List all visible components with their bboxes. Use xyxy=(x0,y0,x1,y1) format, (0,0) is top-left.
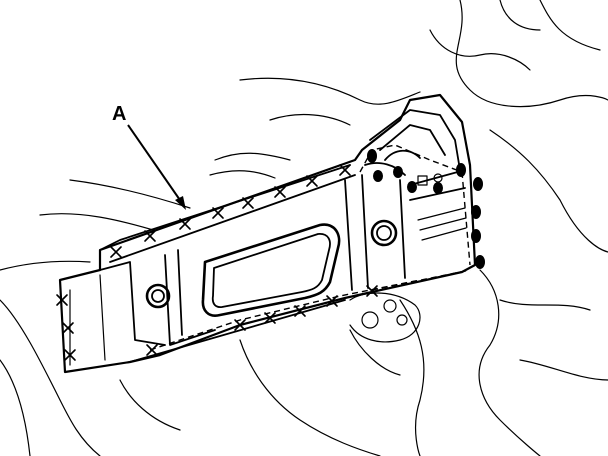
weld-x-mark xyxy=(62,322,74,334)
mounting-hole-inner xyxy=(376,225,392,241)
mounting-hole xyxy=(145,283,171,309)
weld-x-mark xyxy=(264,312,276,324)
weld-x-mark xyxy=(56,294,68,306)
weld-x-mark xyxy=(179,218,191,230)
weld-x-mark xyxy=(306,175,318,187)
weld-x-mark xyxy=(326,295,338,307)
spot-weld xyxy=(475,255,485,269)
fitting-circle xyxy=(383,299,397,313)
spot-weld xyxy=(367,149,377,163)
spot-weld xyxy=(373,170,383,182)
weld-x-mark xyxy=(146,344,158,356)
spot-weld xyxy=(393,166,403,178)
spot-weld xyxy=(433,182,443,194)
spot-welds xyxy=(367,149,485,269)
frame-rail-panel xyxy=(58,93,477,374)
fitting-circle xyxy=(396,314,408,326)
weld-x-mark xyxy=(242,197,254,209)
spot-weld xyxy=(471,229,481,243)
weld-x-mark xyxy=(144,230,156,242)
weld-x-mark xyxy=(212,207,224,219)
callout-a: A xyxy=(112,103,186,210)
weld-marks xyxy=(56,164,378,361)
spot-weld xyxy=(471,205,481,219)
weld-x-mark xyxy=(274,186,286,198)
spot-weld xyxy=(407,181,417,193)
weld-x-mark xyxy=(294,305,306,317)
spot-weld xyxy=(473,177,483,191)
weld-x-mark xyxy=(234,319,246,331)
fitting-circle xyxy=(361,311,379,329)
weld-x-mark xyxy=(64,349,76,361)
seam-lines xyxy=(149,144,471,351)
bracket-tab xyxy=(417,175,428,186)
callout-leader-line xyxy=(127,124,183,204)
mounting-hole xyxy=(370,219,398,247)
mounting-hole-inner xyxy=(151,289,165,303)
weld-x-mark xyxy=(366,285,378,297)
callout-label-a: A xyxy=(112,103,126,125)
spot-weld xyxy=(456,163,466,177)
weld-x-mark xyxy=(110,246,122,258)
callout-arrowhead xyxy=(175,196,186,210)
weld-x-mark xyxy=(339,164,351,176)
